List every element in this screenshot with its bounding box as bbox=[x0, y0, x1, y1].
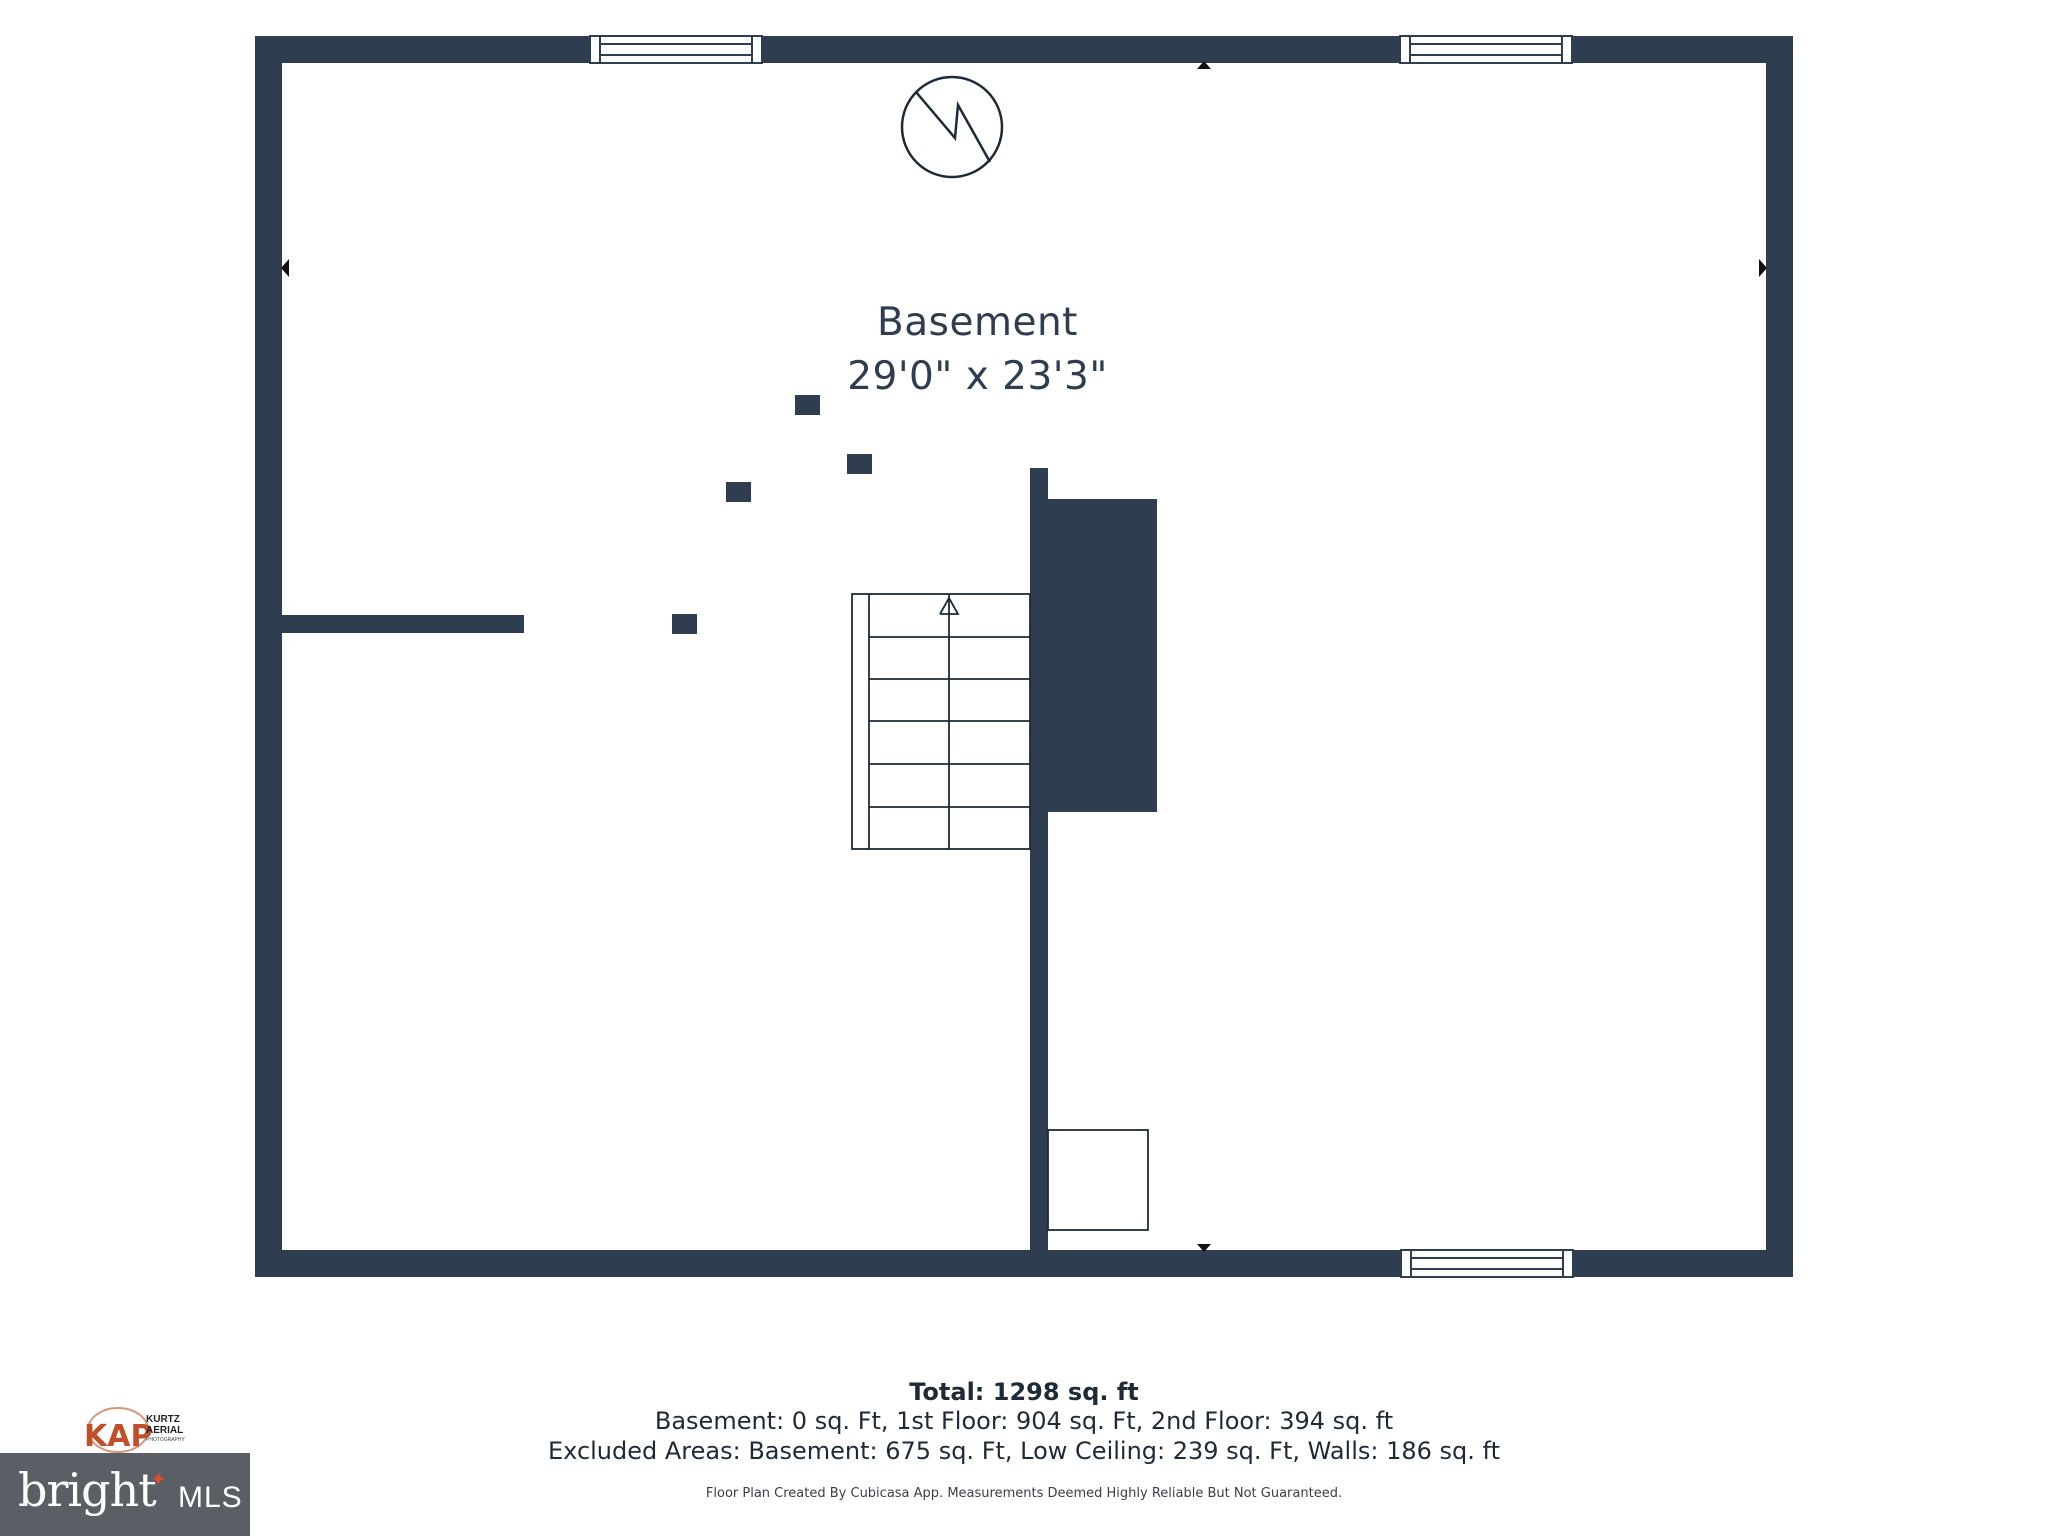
disclaimer: Floor Plan Created By Cubicasa App. Meas… bbox=[705, 1486, 1343, 1501]
marker-right bbox=[1759, 259, 1767, 277]
total-area: Total: 1298 sq. ft bbox=[909, 1378, 1139, 1406]
bright-mls-badge: bright ✦ MLS bbox=[0, 1453, 250, 1536]
windows bbox=[589, 35, 1574, 1278]
bright-wordmark: bright bbox=[18, 1463, 157, 1517]
room-name: Basement bbox=[877, 300, 1078, 345]
kap-line1: KURTZ bbox=[146, 1414, 180, 1425]
electrical-panel-icon bbox=[900, 75, 1004, 179]
marker-bottom bbox=[1197, 1244, 1211, 1252]
window-top-right bbox=[1399, 35, 1573, 64]
floor-areas: Basement: 0 sq. Ft, 1st Floor: 904 sq. F… bbox=[654, 1407, 1394, 1435]
kap-letters: KAP bbox=[84, 1419, 152, 1454]
marker-left bbox=[281, 259, 289, 277]
column bbox=[847, 454, 872, 474]
kap-line3: PHOTOGRAPHY bbox=[146, 1437, 185, 1443]
utility-box bbox=[1047, 1129, 1149, 1231]
excluded-areas: Excluded Areas: Basement: 675 sq. Ft, Lo… bbox=[548, 1437, 1500, 1465]
chimney-block bbox=[1048, 499, 1157, 812]
support-columns bbox=[672, 395, 872, 634]
marker-top bbox=[1197, 61, 1211, 69]
star-icon: ✦ bbox=[150, 1467, 167, 1491]
kap-line2: AERIAL bbox=[146, 1425, 183, 1436]
triangle-marker-icon bbox=[281, 61, 1767, 1252]
staircase bbox=[851, 593, 1031, 850]
window-top-left bbox=[589, 35, 763, 64]
interior-wall-left bbox=[282, 615, 524, 633]
kap-logo: KAP KURTZ AERIAL PHOTOGRAPHY bbox=[84, 1407, 185, 1454]
outer-walls bbox=[255, 36, 1793, 1277]
wall-right bbox=[1766, 36, 1793, 1277]
wall-left bbox=[255, 36, 282, 1277]
interior-wall-center bbox=[1030, 468, 1048, 1250]
column bbox=[795, 395, 820, 415]
room-dimensions: 29'0" x 23'3" bbox=[847, 354, 1108, 399]
mls-wordmark: MLS bbox=[178, 1481, 243, 1514]
arrow-up-icon bbox=[939, 596, 960, 615]
column bbox=[672, 614, 697, 634]
column bbox=[726, 482, 751, 502]
window-bottom-right bbox=[1400, 1249, 1574, 1278]
